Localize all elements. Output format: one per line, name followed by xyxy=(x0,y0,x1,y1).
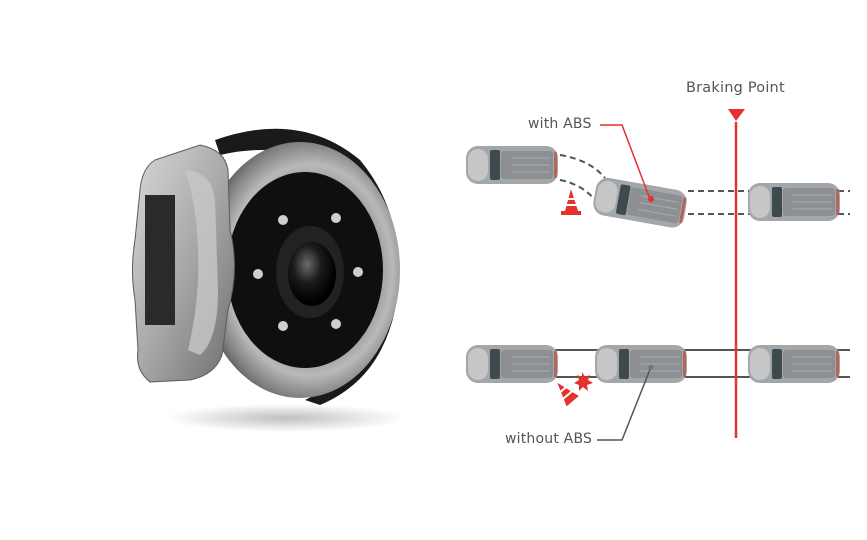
car-without-abs-collision xyxy=(594,344,688,384)
with-abs-leader xyxy=(600,124,651,200)
car-without-abs-start xyxy=(465,344,559,384)
caliper-piston-body xyxy=(185,170,218,355)
collision-burst-icon xyxy=(574,372,593,391)
without-abs-leader-dot xyxy=(648,364,654,370)
wheel-stud xyxy=(331,213,341,223)
braking-point-label: Braking Point xyxy=(686,80,785,96)
car-with-abs-start xyxy=(465,145,559,185)
wheel-stud xyxy=(253,269,263,279)
path-line-upper xyxy=(559,154,606,179)
car-without-abs-end xyxy=(747,344,841,384)
caliper-window xyxy=(145,195,175,325)
path-line-lower xyxy=(559,179,599,205)
car-with-abs-end xyxy=(747,182,841,222)
brake-disc-illustration xyxy=(132,128,405,432)
hub-cap xyxy=(288,242,336,306)
without-abs-label: without ABS xyxy=(505,431,593,447)
wheel-studs xyxy=(253,213,363,331)
knocked-cone-icon xyxy=(557,382,579,407)
without-abs-leader xyxy=(597,366,652,441)
wheel-stud xyxy=(331,319,341,329)
wheel-stud xyxy=(278,321,288,331)
with-abs-leader-dot xyxy=(648,196,654,202)
with-abs-label: with ABS xyxy=(528,116,592,132)
wheel-stud xyxy=(278,215,288,225)
braking-point-marker-icon xyxy=(728,109,745,121)
car-with-abs-swerving xyxy=(590,175,690,230)
traffic-cone-icon xyxy=(561,189,581,215)
ground-shadow xyxy=(165,404,405,432)
wheel-stud xyxy=(353,267,363,277)
